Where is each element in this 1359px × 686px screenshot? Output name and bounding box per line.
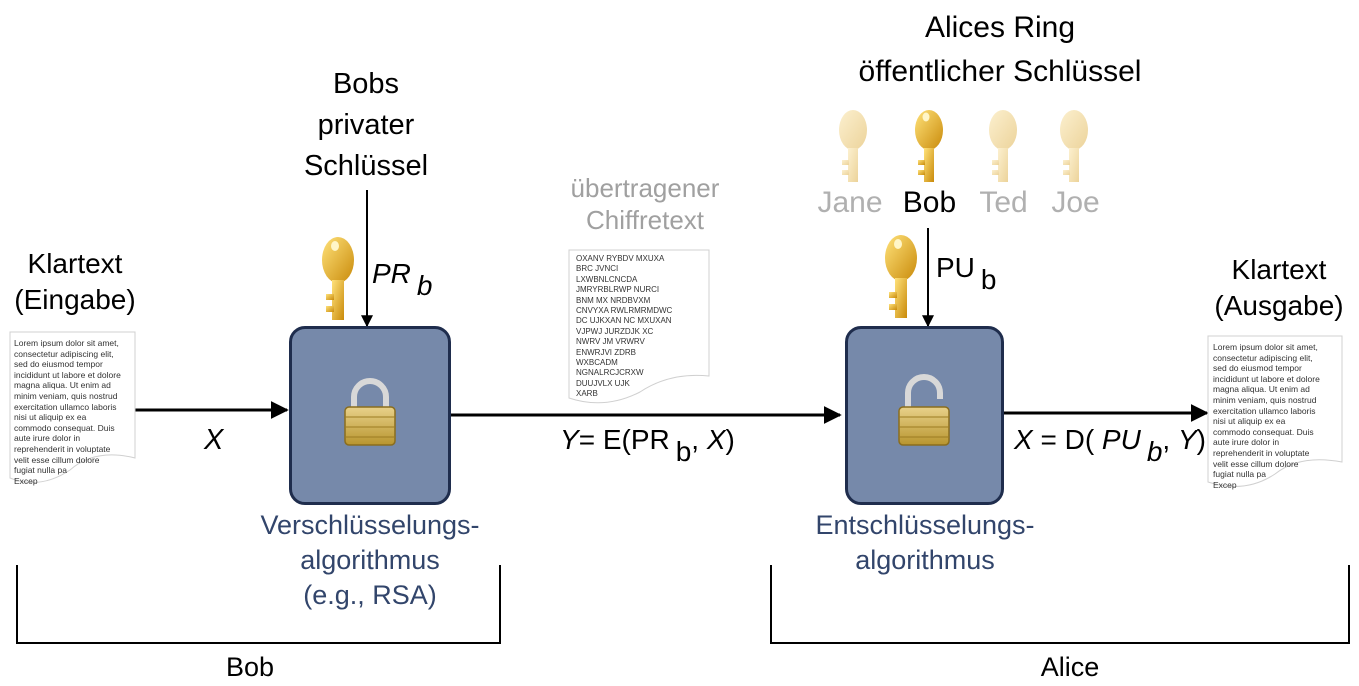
- bob-key-label-line: Schlüssel: [303, 150, 429, 182]
- ring-title-line: öffentlicher Schlüssel: [858, 55, 1142, 88]
- ring-title: Alices Ring öffentlicher Schlüssel: [810, 6, 1190, 94]
- encryption-label-line: algorithmus: [300, 545, 440, 575]
- x-formula-comma: ,: [1162, 424, 1178, 455]
- cipher-caption-line: übertragener: [570, 173, 720, 203]
- x-input-label: X: [204, 424, 224, 456]
- pu-label-main: PU: [936, 252, 975, 283]
- bob-key-label-line: Bobs: [332, 68, 400, 100]
- plaintext-output-text: Lorem ipsum dolor sit amet, consectetur …: [1213, 342, 1320, 490]
- plaintext-input-label-line: Klartext: [27, 248, 123, 279]
- y-formula-x: X: [706, 424, 726, 455]
- cipher-caption-line: Chiffretext: [585, 205, 704, 235]
- x-formula-eq: = D(: [1032, 424, 1102, 455]
- ring-key-bob-icon: [915, 110, 943, 182]
- ring-key-jane-icon: [839, 110, 867, 182]
- ring-title-line: Alices Ring: [924, 11, 1076, 44]
- y-formula-comma: ,: [691, 424, 707, 455]
- y-formula-sub: b: [675, 436, 692, 467]
- x-formula-close: ): [1196, 424, 1206, 455]
- pu-label-sub: b: [980, 264, 997, 295]
- plaintext-input-doc: [9, 331, 136, 483]
- ciphertext-doc: [568, 249, 710, 404]
- encryption-label-line: Verschlüsselungs-: [260, 510, 480, 540]
- bob-key-label-line: privater: [317, 109, 415, 141]
- ring-name-bob: Bob: [902, 186, 957, 219]
- encryption-label-line: (e.g., RSA): [303, 580, 437, 610]
- bob-bracket: [16, 565, 501, 644]
- bob-group-label: Bob: [225, 652, 275, 682]
- x-formula-y: Y: [1177, 424, 1197, 455]
- plaintext-output-label-line: (Ausgabe): [1214, 290, 1344, 321]
- decryption-box: [845, 326, 1004, 505]
- decryption-label: Entschlüsselungs- algorithmus: [790, 508, 1060, 578]
- decryption-label-line: Entschlüsselungs-: [815, 510, 1035, 540]
- encryption-box: [289, 326, 451, 505]
- ring-name-jane: Jane: [817, 186, 883, 219]
- encryption-label: Verschlüsselungs- algorithmus (e.g., RSA…: [230, 508, 510, 613]
- bob-public-key-icon: [885, 235, 917, 318]
- alice-group-label: Alice: [1040, 652, 1100, 682]
- plaintext-output-label-line: Klartext: [1231, 254, 1327, 285]
- plaintext-input-label-line: (Eingabe): [14, 284, 136, 315]
- x-formula-pu: PU: [1101, 424, 1141, 455]
- bob-private-key-icon: [322, 237, 354, 320]
- lock-closed-icon: [344, 378, 396, 446]
- plaintext-output-label: Klartext (Ausgabe): [1204, 252, 1354, 324]
- decryption-label-line: algorithmus: [855, 545, 995, 575]
- pr-label-main: PR: [372, 258, 411, 289]
- plaintext-input-text: Lorem ipsum dolor sit amet, consectetur …: [14, 338, 121, 486]
- x-formula-sub: b: [1146, 436, 1163, 467]
- ciphertext-text: OXANV RYBDV MXUXA BRC JVNCI LXWBNLCNCDA …: [576, 254, 673, 399]
- y-formula-close: ): [725, 424, 735, 455]
- ring-name-joe: Joe: [1051, 186, 1100, 219]
- lock-open-icon: [898, 374, 950, 446]
- y-formula-y: Y: [560, 424, 579, 455]
- pr-label-sub: b: [416, 270, 433, 301]
- x-formula-x: X: [1014, 424, 1033, 455]
- ring-name-ted: Ted: [979, 186, 1028, 219]
- alice-bracket: [770, 565, 1350, 644]
- bob-key-label: Bobs privater Schlüssel: [266, 64, 466, 187]
- plaintext-input-label: Klartext (Eingabe): [0, 246, 150, 318]
- ring-key-joe-icon: [1060, 110, 1088, 182]
- plaintext-output-doc: [1207, 335, 1343, 487]
- cipher-caption: übertragener Chiffretext: [545, 172, 745, 236]
- y-formula-eq: = E(PR: [578, 424, 670, 455]
- ring-key-ted-icon: [989, 110, 1017, 182]
